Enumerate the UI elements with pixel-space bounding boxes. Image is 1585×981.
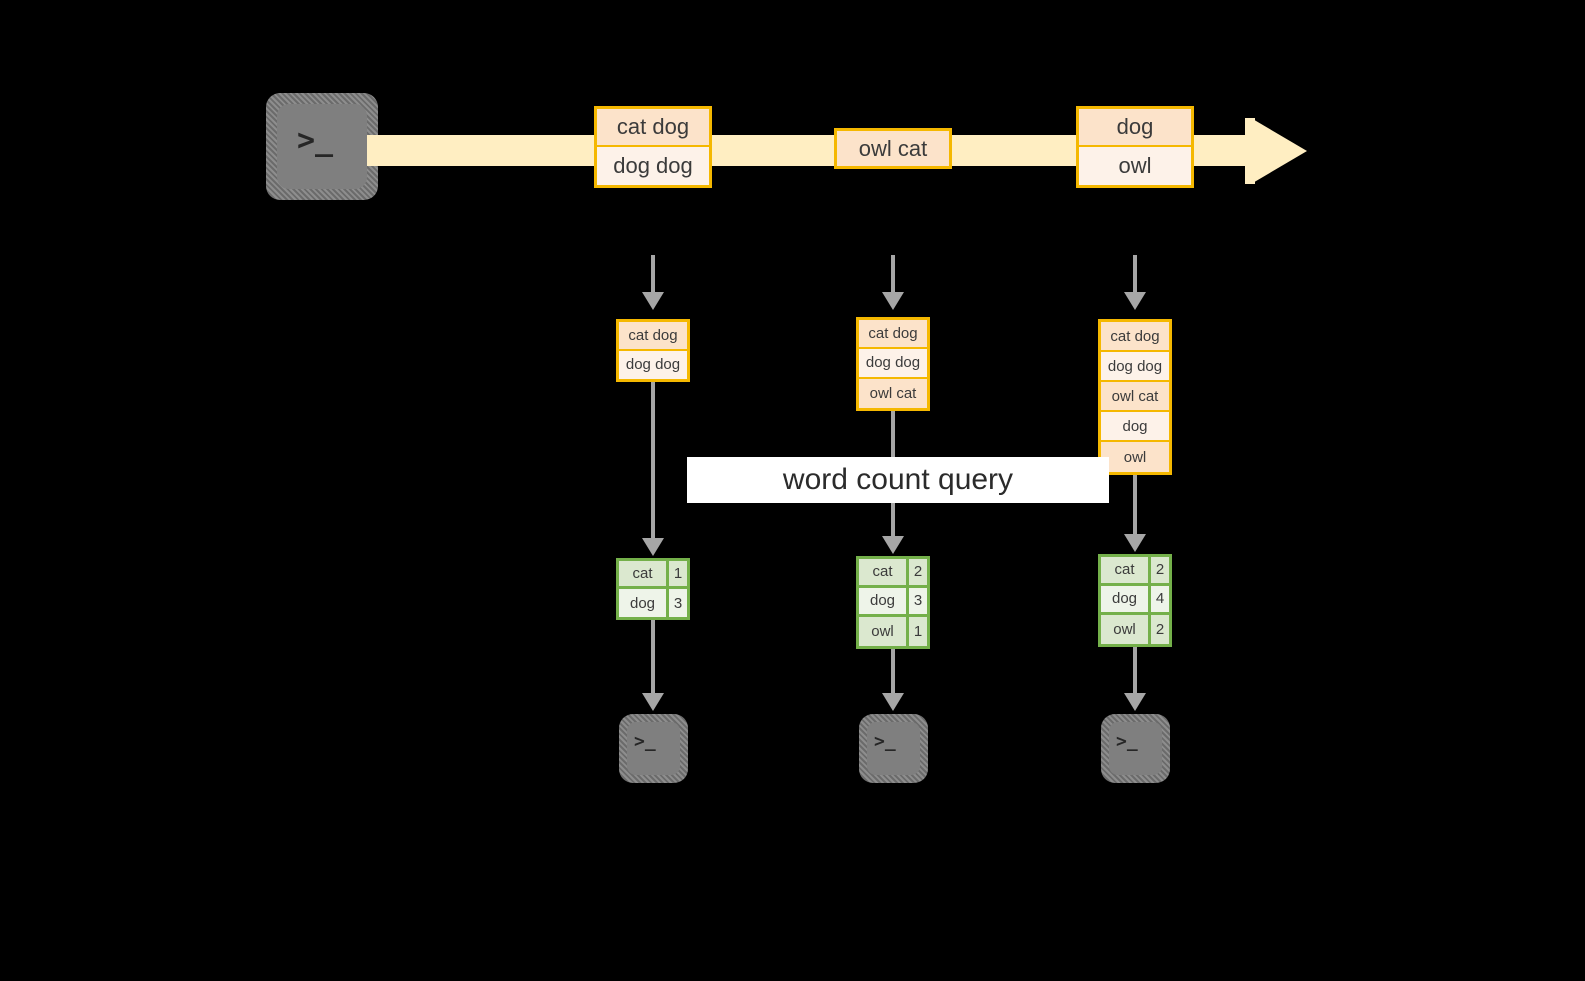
trigger-1-sink-terminal-prompt-glyph: >_ — [634, 731, 656, 752]
source-terminal-prompt-glyph: >_ — [297, 123, 334, 158]
trigger-2-dashed-arrowhead — [882, 292, 904, 310]
query-label: word count query — [687, 457, 1109, 503]
stream-event-line: owl — [1079, 147, 1191, 185]
trigger-1-input-table: cat dog dog dog — [616, 319, 690, 382]
trigger-3-input-table: cat dog dog dog owl cat dog owl — [1098, 319, 1172, 475]
trigger-2-query-arrowhead — [882, 536, 904, 554]
trigger-1-sink-arrowhead — [642, 693, 664, 711]
table-row: owl 2 — [1101, 614, 1169, 644]
trigger-2-sink-connector — [891, 649, 895, 694]
table-cell-word: dog — [1101, 585, 1151, 612]
table-row: cat 1 — [619, 561, 687, 589]
event-stream-arrowhead — [1251, 118, 1307, 184]
trigger-3-sink-terminal-prompt-glyph: >_ — [1116, 731, 1138, 752]
table-cell-word: owl — [1101, 614, 1151, 644]
trigger-2-sink-terminal-icon — [867, 722, 920, 775]
table-cell-word: dog — [859, 587, 909, 614]
input-row: dog dog — [1101, 352, 1169, 382]
trigger-1-query-connector — [651, 382, 655, 539]
stream-event-line: owl cat — [837, 131, 949, 166]
input-row: dog dog — [859, 349, 927, 379]
trigger-2-sink-arrowhead — [882, 693, 904, 711]
trigger-3-sink-terminal-icon — [1109, 722, 1162, 775]
table-cell-count: 2 — [1155, 561, 1165, 579]
trigger-3-query-arrowhead — [1124, 534, 1146, 552]
table-cell-word: cat — [1101, 557, 1151, 583]
stream-event-line: cat dog — [597, 109, 709, 147]
source-terminal-icon — [277, 104, 367, 189]
trigger-3-result-table: cat 2 dog 4 owl 2 — [1098, 554, 1172, 647]
event-stream-arrowhead-base — [1245, 118, 1255, 184]
table-cell-count: 1 — [673, 565, 683, 582]
table-cell-count: 2 — [1155, 620, 1165, 638]
trigger-1-query-arrowhead — [642, 538, 664, 556]
table-row: dog 4 — [1101, 585, 1169, 615]
trigger-2-result-table: cat 2 dog 3 owl 1 — [856, 556, 930, 649]
table-cell-count: 3 — [913, 592, 923, 610]
stream-event-2: owl cat — [834, 128, 952, 169]
stream-event-line: dog dog — [597, 147, 709, 185]
trigger-1-sink-connector — [651, 620, 655, 694]
input-row: owl cat — [1101, 382, 1169, 412]
trigger-3-dashed-connector — [1133, 255, 1137, 293]
table-cell-word: dog — [619, 589, 669, 617]
table-cell-word: cat — [859, 559, 909, 585]
stream-event-line: dog — [1079, 109, 1191, 147]
table-cell-count: 1 — [913, 622, 923, 640]
trigger-2-dashed-connector — [891, 255, 895, 293]
input-row: dog — [1101, 412, 1169, 442]
stream-event-3: dog owl — [1076, 106, 1194, 188]
table-row: dog 3 — [859, 587, 927, 617]
table-cell-word: owl — [859, 616, 909, 646]
trigger-1-result-table: cat 1 dog 3 — [616, 558, 690, 620]
stream-event-1: cat dog dog dog — [594, 106, 712, 188]
trigger-1-dashed-connector — [651, 255, 655, 293]
table-cell-count: 4 — [1155, 590, 1165, 608]
trigger-3-dashed-arrowhead — [1124, 292, 1146, 310]
trigger-3-sink-arrowhead — [1124, 693, 1146, 711]
trigger-3-query-connector — [1133, 475, 1137, 535]
table-cell-count: 3 — [673, 594, 683, 612]
trigger-2-input-table: cat dog dog dog owl cat — [856, 317, 930, 411]
input-row: cat dog — [859, 320, 927, 350]
trigger-2-sink-terminal-prompt-glyph: >_ — [874, 731, 896, 752]
input-row: cat dog — [619, 322, 687, 351]
trigger-3-sink-connector — [1133, 647, 1137, 694]
table-cell-word: cat — [619, 561, 669, 586]
table-row: cat 2 — [1101, 557, 1169, 586]
input-row: dog dog — [619, 350, 687, 379]
trigger-1-sink-terminal-icon — [627, 722, 680, 775]
table-row: cat 2 — [859, 559, 927, 588]
table-cell-count: 2 — [913, 563, 923, 581]
input-row: cat dog — [1101, 322, 1169, 352]
trigger-1-dashed-arrowhead — [642, 292, 664, 310]
input-row: owl cat — [859, 378, 927, 408]
input-row: owl — [1101, 442, 1169, 472]
table-row: owl 1 — [859, 616, 927, 646]
table-row: dog 3 — [619, 589, 687, 617]
